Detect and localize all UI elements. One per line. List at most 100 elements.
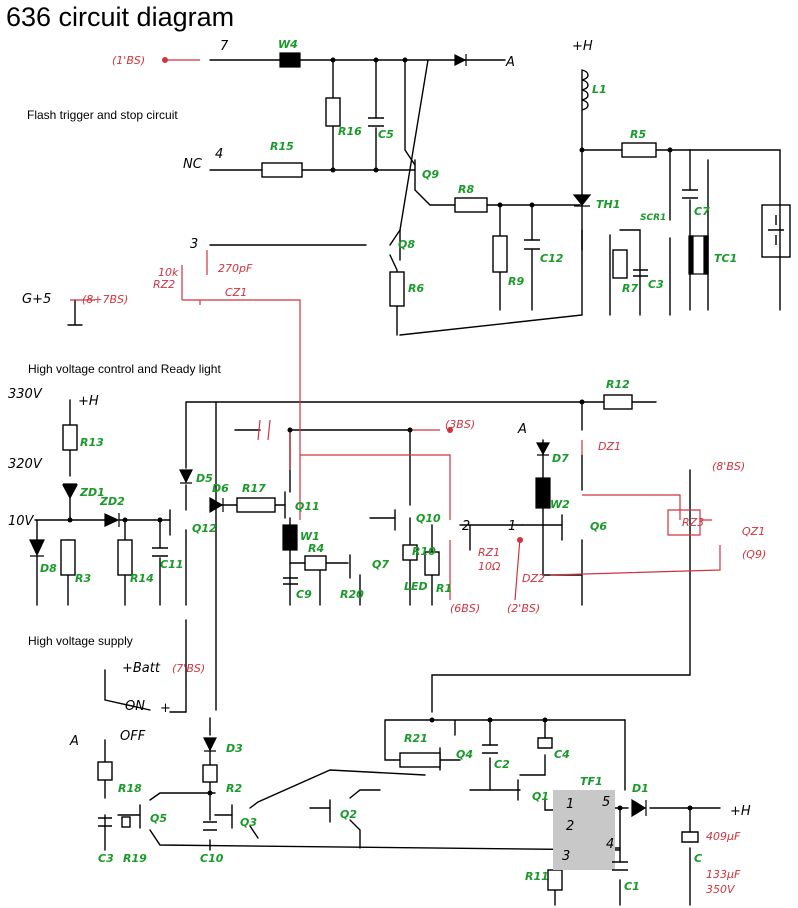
- label-r16: R16: [338, 125, 362, 138]
- label-cz1-value: 270pF: [218, 262, 253, 275]
- on-label: ON: [125, 699, 145, 714]
- label-c12: C12: [540, 252, 564, 265]
- inductor-l1: [581, 69, 589, 111]
- label-q2: Q2: [340, 808, 357, 821]
- batt-label: +Batt: [122, 661, 161, 676]
- label-r7: R7: [622, 282, 638, 295]
- label-c7: C7: [694, 205, 710, 218]
- plus-h-mid-label: +H: [78, 394, 99, 409]
- labels-black: 7 NC 4 3 G+5 +H A 330V +H 320V 10V 2 1 A…: [8, 39, 751, 864]
- label-r14: R14: [130, 572, 154, 585]
- tf1-pin-4: 4: [606, 837, 614, 852]
- label-c3-top: C3: [648, 278, 664, 291]
- label-r8: R8: [458, 183, 474, 196]
- label-c5: C5: [378, 128, 394, 141]
- label-w1: W1: [300, 530, 320, 543]
- page-title: 636 circuit diagram: [6, 2, 235, 32]
- v330-label: 330V: [8, 387, 43, 402]
- label-tf1: TF1: [580, 775, 603, 788]
- label-r19: R19: [123, 852, 147, 865]
- label-c-value: 409μF: [706, 830, 741, 843]
- label-r20: R20: [340, 588, 364, 601]
- plus-label: +: [160, 701, 171, 716]
- label-d5: D5: [196, 472, 213, 485]
- label-r17: R17: [242, 482, 266, 495]
- label-cz1: CZ1: [225, 286, 247, 299]
- node-a-bottom-label: A: [69, 734, 79, 749]
- label-q8: Q8: [398, 238, 415, 251]
- label-q4: Q4: [456, 748, 473, 761]
- label-q7: Q7: [372, 558, 389, 571]
- label-q5: Q5: [150, 812, 167, 825]
- label-r4: R4: [308, 542, 324, 555]
- red-dots: [162, 57, 523, 543]
- label-rz1: RZ1: [478, 546, 500, 559]
- label-rz2: RZ2: [153, 278, 175, 291]
- label-r13: R13: [80, 436, 104, 449]
- label-bs8-prime: (8'BS): [712, 460, 745, 473]
- node-a-mid-label: A: [517, 422, 527, 437]
- plus-h-bottom-label: +H: [730, 804, 751, 819]
- label-c1: C1: [624, 880, 640, 893]
- label-w2: W2: [550, 498, 570, 511]
- label-r18: R18: [118, 782, 142, 795]
- label-c-value2: 133μF: [706, 868, 741, 881]
- diodes-and-inductors: [29, 52, 709, 818]
- label-c4: C4: [554, 748, 570, 761]
- label-zd1: ZD1: [79, 486, 105, 499]
- label-bs2: (2'BS): [507, 602, 540, 615]
- label-r6: R6: [408, 282, 424, 295]
- labels-red: (1'BS) 270pF CZ1 RZ2 10k (8+7BS) (3BS) (…: [82, 54, 766, 896]
- nc-label: NC: [183, 157, 203, 172]
- label-c2: C2: [494, 758, 510, 771]
- label-scr1: SCR1: [640, 213, 666, 223]
- section-flash-title: Flash trigger and stop circuit: [27, 108, 178, 122]
- label-q3: Q3: [240, 816, 257, 829]
- label-q10: Q10: [416, 512, 441, 525]
- tf1-pin-3: 3: [562, 849, 570, 864]
- labels-green: W4 R16 C5 R15 Q9 R8 TH1 L1 R5 C7 SCR1 TC…: [40, 38, 737, 893]
- terminal-4-label: 4: [215, 147, 223, 162]
- label-r2: R2: [226, 782, 242, 795]
- off-label: OFF: [120, 729, 146, 744]
- section-hv-supply-title: High voltage supply: [28, 634, 133, 648]
- label-r9: R9: [508, 275, 524, 288]
- label-d8: D8: [40, 562, 57, 575]
- label-c-value3: 350V: [706, 883, 736, 896]
- label-rz3: RZ3: [682, 516, 704, 529]
- label-bs3: (3BS): [445, 418, 475, 431]
- label-c9: C9: [296, 588, 312, 601]
- label-l1: L1: [592, 83, 607, 96]
- label-led: LED: [404, 580, 428, 593]
- label-c3-bottom: C3: [98, 852, 114, 865]
- wires-red: [70, 59, 721, 601]
- label-d6: D6: [212, 482, 229, 495]
- label-r1: R1: [436, 582, 452, 595]
- tf1-pin-1: 1: [566, 797, 574, 812]
- label-r3: R3: [75, 572, 91, 585]
- terminal-7-label: 7: [220, 39, 229, 54]
- g5-label: G+5: [22, 292, 51, 307]
- label-bs6: (6BS): [450, 602, 480, 615]
- node-a-top-label: A: [505, 55, 515, 70]
- label-d1: D1: [632, 782, 649, 795]
- label-rz1-value: 10Ω: [478, 560, 501, 573]
- label-c: C: [694, 852, 702, 865]
- transformer-tf1: [553, 790, 615, 870]
- label-d7: D7: [552, 452, 569, 465]
- resistors: [60, 97, 657, 891]
- label-dz1: DZ1: [598, 440, 621, 453]
- label-r10: R10: [412, 545, 436, 558]
- label-qz1: QZ1: [742, 525, 765, 538]
- v10-label: 10V: [8, 514, 35, 529]
- label-r11: R11: [525, 870, 549, 883]
- label-rz2-value: 10k: [158, 266, 179, 279]
- label-r12: R12: [606, 378, 630, 391]
- label-w4: W4: [278, 38, 298, 51]
- label-q1: Q1: [532, 790, 549, 803]
- terminal-3-label: 3: [190, 237, 198, 252]
- v320-label: 320V: [8, 457, 43, 472]
- label-th1: TH1: [596, 198, 620, 211]
- section-hv-control-title: High voltage control and Ready light: [28, 362, 221, 376]
- label-zd2: ZD2: [99, 495, 125, 508]
